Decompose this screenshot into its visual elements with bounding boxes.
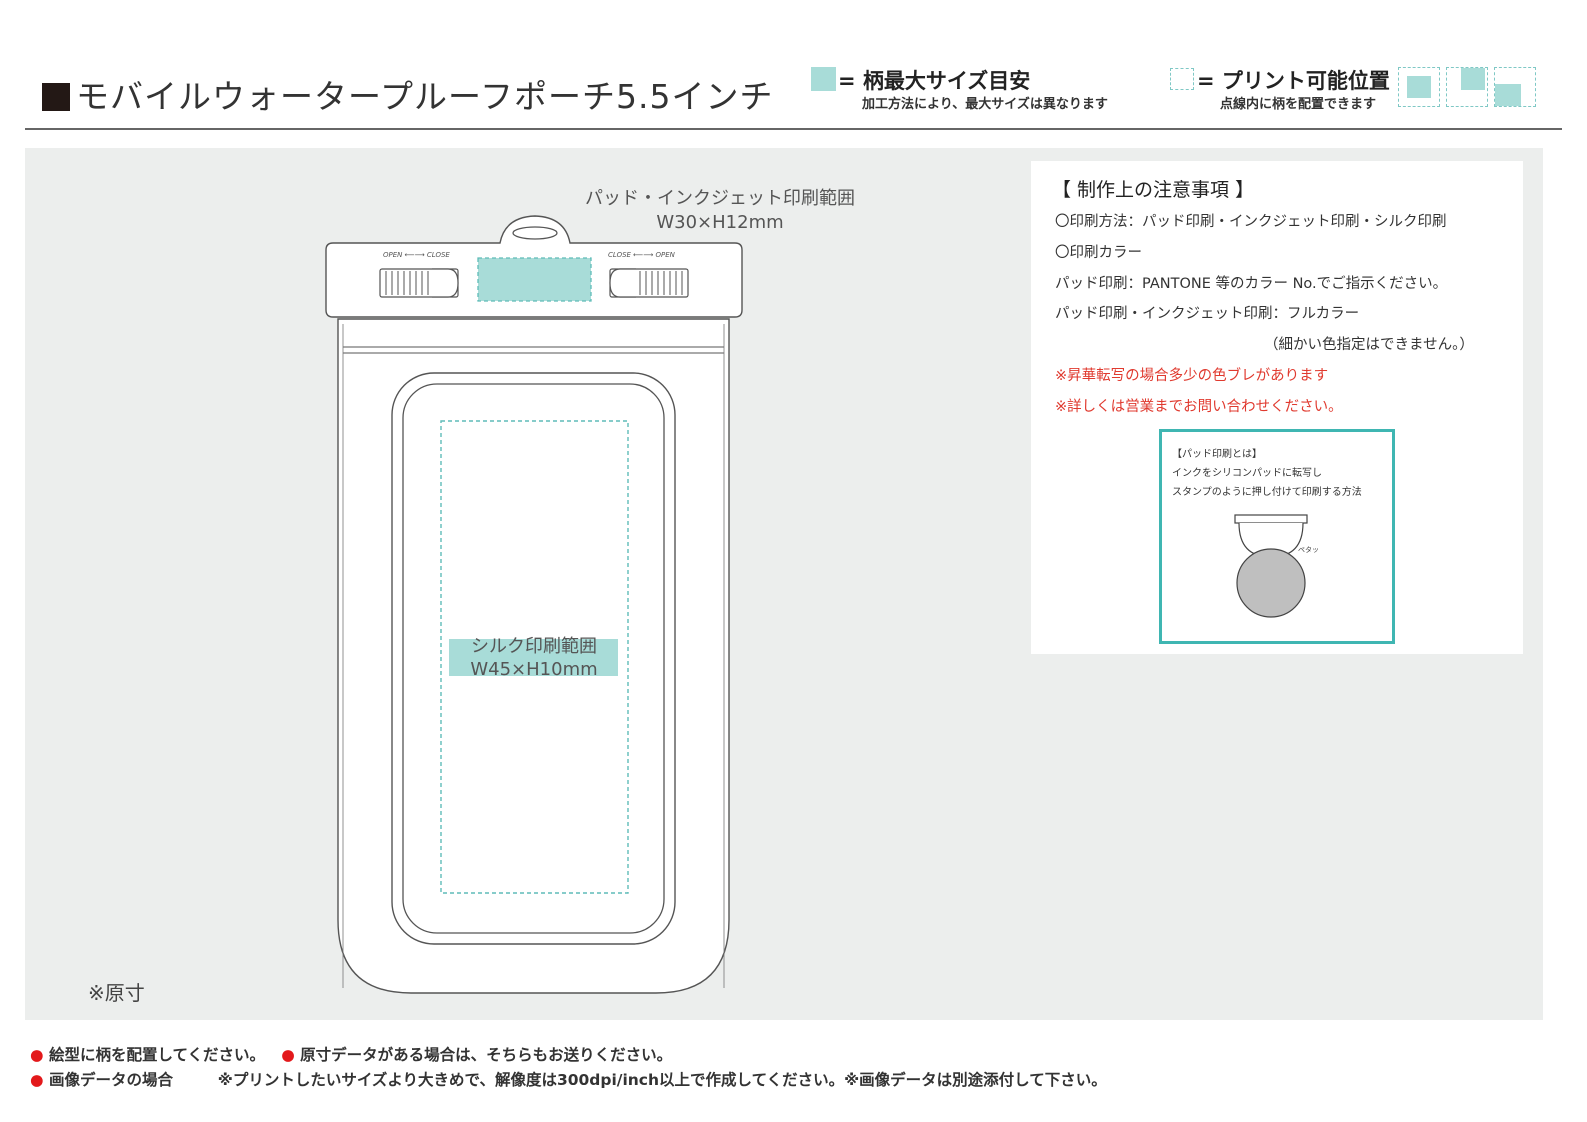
- footer-line-1: ● 絵型に柄を配置してください。 ● 原寸データがある場合は、そちらもお送りくだ…: [30, 1043, 672, 1065]
- latch-left-label: OPEN ⟵⟶ CLOSE: [383, 251, 450, 259]
- header-divider: [25, 128, 1562, 130]
- footer-line-2: ● 画像データの場合 ※プリントしたいサイズより大きめで、解像度は300dpi/…: [30, 1068, 1107, 1090]
- legend-max-size-sub: 加工方法により、最大サイズは異なります: [862, 97, 1108, 112]
- pad-area-size: W30×H12mm: [656, 212, 784, 233]
- window-inner: [402, 383, 665, 934]
- notes-print-method: 〇印刷方法：パッド印刷・インクジェット印刷・シルク印刷: [1055, 214, 1447, 230]
- footer-bullet-1: 絵型に柄を配置してください。: [48, 1046, 266, 1064]
- latch-right-label: CLOSE ⟵⟶ OPEN: [608, 251, 675, 259]
- pad-stamp-label: ペタッ: [1298, 546, 1319, 554]
- footer-bullet-3-detail: ※プリントしたいサイズより大きめで、解像度は300dpi/inch以上で作成して…: [217, 1071, 1107, 1089]
- silk-print-area: [440, 420, 629, 894]
- pad-print-area: [477, 257, 592, 302]
- page-title-text: モバイルウォータープルーフポーチ5.5インチ: [76, 77, 774, 116]
- bullet-icon: ●: [30, 1046, 44, 1064]
- bullet-icon: ●: [30, 1071, 44, 1089]
- legend-print-area-sub: 点線内に柄を配置できます: [1220, 97, 1377, 112]
- silk-max-size-box: [449, 639, 618, 676]
- position-example-center: [1398, 67, 1440, 107]
- pad-area-label: パッド・インクジェット印刷範囲: [585, 188, 855, 209]
- notes-inkjet-color: パッド印刷・インクジェット印刷：フルカラー: [1055, 306, 1360, 322]
- silk-area-size: W45×H10mm: [470, 659, 598, 680]
- hang-hole: [512, 226, 558, 240]
- notes-pad-color: パッド印刷：PANTONE 等のカラー No.でご指示ください。: [1055, 276, 1448, 292]
- pad-explainer-line2: スタンプのように押し付けて印刷する方法: [1172, 487, 1362, 498]
- scale-note: ※原寸: [88, 981, 145, 1005]
- black-square-icon: [42, 83, 70, 111]
- legend-max-size-label: = 柄最大サイズ目安: [838, 69, 1031, 93]
- pad-explainer-line1: インクをシリコンパッドに転写し: [1172, 468, 1322, 479]
- legend-print-area-label: = プリント可能位置: [1197, 69, 1390, 93]
- notes-inkjet-note: （細かい色指定はできません。）: [1264, 337, 1474, 353]
- footer-bullet-3: 画像データの場合: [48, 1071, 173, 1089]
- notes-heading: 【 制作上の注意事項 】: [1052, 179, 1255, 201]
- position-example-bottom-right: [1494, 67, 1536, 107]
- print-area-swatch: [1170, 68, 1194, 90]
- pad-explainer-title: 【パッド印刷とは】: [1172, 449, 1262, 460]
- notes-color-heading: 〇印刷カラー: [1055, 245, 1142, 261]
- bullet-icon: ●: [281, 1046, 295, 1064]
- footer-bullet-2: 原寸データがある場合は、そちらもお送りください。: [300, 1046, 673, 1064]
- max-size-swatch: [811, 67, 836, 91]
- silk-area-label: シルク印刷範囲: [471, 636, 597, 657]
- notes-warning-contact: ※詳しくは営業までお問い合わせください。: [1055, 399, 1343, 415]
- pad-stamp-illustration: [1234, 514, 1308, 618]
- page-title: モバイルウォータープルーフポーチ5.5インチ: [42, 70, 774, 118]
- position-example-top: [1446, 67, 1488, 107]
- window-outer: [391, 372, 676, 945]
- notes-warning-sublimation: ※昇華転写の場合多少の色ブレがあります: [1055, 368, 1329, 384]
